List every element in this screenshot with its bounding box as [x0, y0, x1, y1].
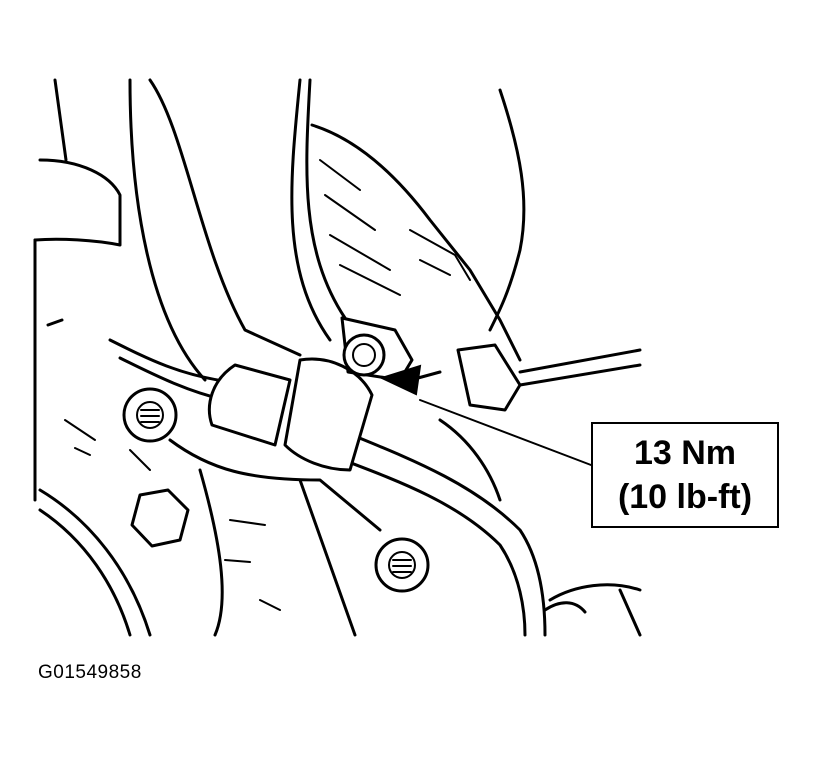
- housing-inner-edge: [305, 78, 347, 320]
- threaded-boss-left-bore: [136, 401, 164, 429]
- lower-bracket-strut: [298, 478, 357, 637]
- clamp-bolt-head: [342, 333, 386, 377]
- pulley-arc-inner: [38, 508, 132, 637]
- upper-right-contour: [488, 88, 526, 332]
- pipe-clamp-right-half: [283, 357, 374, 472]
- hex-bolt-lower-left: [130, 488, 190, 548]
- casting-detail-left: [64, 419, 151, 471]
- pipe-top-left: [108, 338, 232, 384]
- right-mount-bolt: [456, 343, 522, 412]
- pipe-clamp-left-half: [207, 363, 292, 447]
- mid-right-contour: [438, 418, 502, 502]
- bolt-arrow-shaft: [416, 370, 442, 380]
- bolt-arrow-icon: [379, 364, 422, 396]
- lower-right-fitting: [543, 601, 587, 614]
- housing-detail: [409, 229, 471, 281]
- threaded-boss-lower-threads: [392, 559, 412, 573]
- figure-id: G01549858: [38, 662, 142, 683]
- right-stud-bottom: [518, 363, 642, 387]
- torque-callout-box: 13 Nm (10 lb-ft): [591, 422, 779, 528]
- left-cover: [33, 158, 122, 247]
- threaded-boss-lower-bore: [388, 551, 416, 579]
- lower-bracket-upper-edge: [168, 438, 382, 532]
- bracket-right-edge: [148, 78, 302, 357]
- housing-top-contour: [310, 123, 522, 362]
- casing-tick: [46, 318, 64, 327]
- casting-marks: [224, 519, 281, 611]
- lower-bracket-left-edge: [198, 468, 224, 637]
- pipe-lower-right-inner: [328, 453, 527, 637]
- lower-right-edge: [618, 588, 642, 637]
- casing-edge-left: [53, 78, 68, 162]
- housing-left-edge: [290, 78, 332, 342]
- clamp-bolt-washer: [352, 343, 376, 367]
- callout-leader-line: [419, 399, 592, 466]
- torque-lbft-label: (10 lb-ft): [617, 478, 753, 516]
- pulley-arc-outer: [38, 488, 152, 637]
- threaded-boss-left-threads: [140, 409, 160, 423]
- bracket-left-edge: [128, 78, 207, 382]
- lower-right-hose: [548, 583, 642, 602]
- housing-fins: [319, 159, 401, 296]
- right-stud-top: [518, 348, 642, 374]
- pipe-lower-right-outer: [338, 428, 547, 637]
- torque-nm-label: 13 Nm: [633, 434, 737, 472]
